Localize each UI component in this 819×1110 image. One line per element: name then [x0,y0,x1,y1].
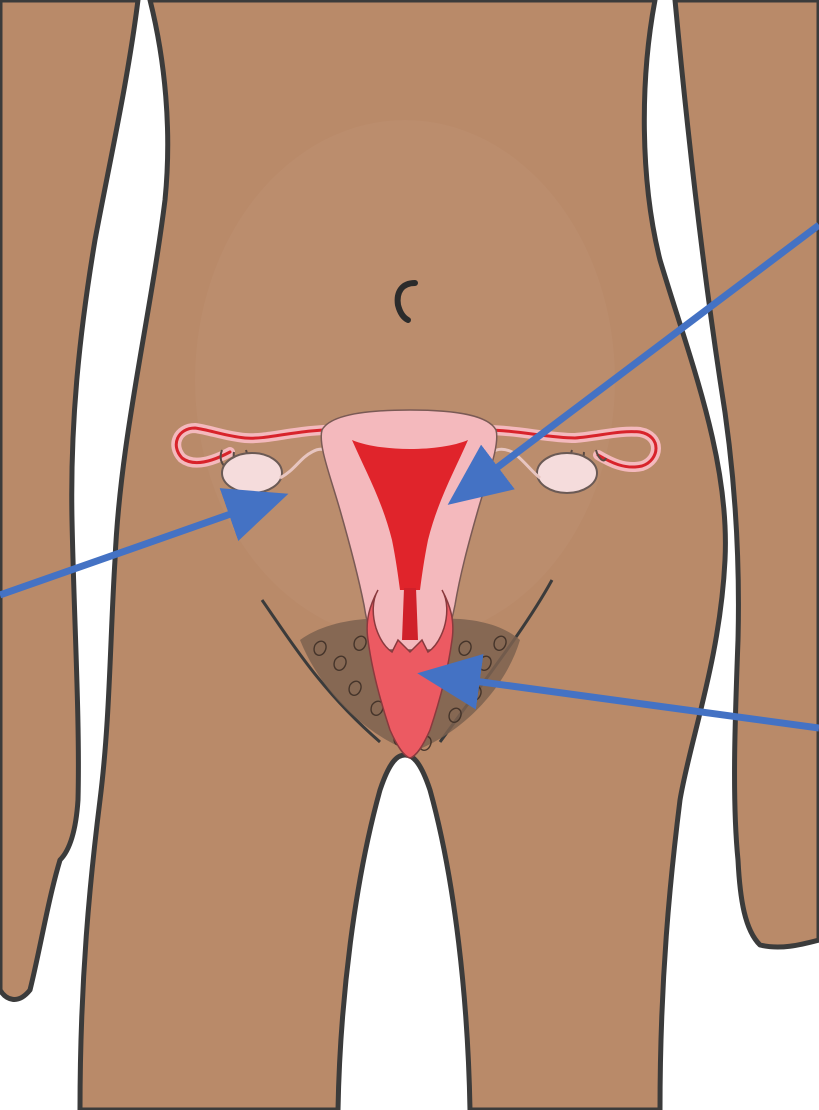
ovary-left [222,453,282,493]
ovary-right [537,453,597,493]
cervical-canal [402,588,418,640]
